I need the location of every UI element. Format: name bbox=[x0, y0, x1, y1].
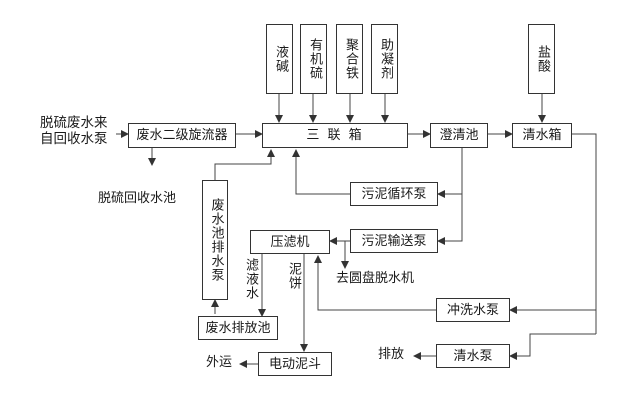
filter-press-label: 压滤机 bbox=[270, 234, 310, 250]
cyclone-label: 废水二级旋流器 bbox=[136, 128, 228, 143]
discharge-label: 排放 bbox=[378, 347, 405, 362]
input-coagulant-label: 助凝剂 bbox=[377, 38, 393, 80]
input-polyferric: 聚合铁 bbox=[336, 24, 363, 94]
clarifier-box: 澄清池 bbox=[430, 123, 488, 148]
flush-pump-label: 冲洗水泵 bbox=[446, 302, 499, 318]
source-line-1: 脱硫废水来 bbox=[40, 115, 108, 131]
source-line-2: 自回收水泵 bbox=[40, 130, 108, 147]
arrow-flush-press bbox=[314, 255, 436, 311]
input-lye: 液碱 bbox=[266, 24, 293, 94]
wastewater-discharge-pool-label: 废水排放池 bbox=[205, 320, 271, 336]
wastewater-drain-pump-label: 废水池排水泵 bbox=[208, 198, 224, 282]
input-organosulfur-label: 有机硫 bbox=[306, 38, 322, 80]
input-lye-label: 液碱 bbox=[272, 45, 288, 73]
electric-bucket-label: 电动泥斗 bbox=[268, 356, 321, 372]
input-coagulant: 助凝剂 bbox=[371, 24, 398, 94]
input-hcl-label: 盐酸 bbox=[534, 45, 550, 73]
outward-label: 外运 bbox=[206, 355, 233, 370]
sludge-recirc-pump-box: 污泥循环泵 bbox=[350, 182, 438, 206]
wastewater-drain-pump-box: 废水池排水泵 bbox=[202, 180, 228, 300]
filtrate-label: 滤液水 bbox=[243, 258, 258, 300]
input-polyferric-label: 聚合铁 bbox=[342, 38, 358, 80]
triple-tank-label: 三 联 箱 bbox=[306, 128, 364, 143]
wastewater-discharge-pool-box: 废水排放池 bbox=[198, 316, 278, 340]
arrow-recirc-tank bbox=[292, 149, 350, 195]
arrow-clarifier-transfer bbox=[437, 194, 463, 245]
source-label: 脱硫废水来 自回收水泵 bbox=[40, 115, 108, 147]
triple-tank-box: 三 联 箱 bbox=[262, 123, 408, 148]
filter-press-box: 压滤机 bbox=[250, 230, 330, 254]
sludge-cake-label: 泥饼 bbox=[286, 262, 301, 290]
arrow-clarifier-recirc bbox=[437, 148, 463, 198]
input-organosulfur: 有机硫 bbox=[300, 24, 327, 94]
sludge-transfer-pump-label: 污泥输送泵 bbox=[361, 233, 427, 249]
clarifier-label: 澄清池 bbox=[439, 128, 479, 143]
clean-water-pump-box: 清水泵 bbox=[436, 344, 510, 368]
clean-water-pump-label: 清水泵 bbox=[453, 348, 493, 364]
arrow-to-cleanpump bbox=[509, 333, 596, 360]
input-hcl: 盐酸 bbox=[528, 24, 555, 94]
arrow-drainpump-tank bbox=[214, 149, 275, 180]
cyclone-box: 废水二级旋流器 bbox=[128, 123, 236, 148]
sludge-recirc-pump-label: 污泥循环泵 bbox=[361, 186, 427, 202]
flush-pump-box: 冲洗水泵 bbox=[436, 298, 510, 322]
clean-tank-box: 清水箱 bbox=[512, 123, 572, 148]
desulf-pool-label: 脱硫回收水池 bbox=[98, 191, 177, 206]
line-cleantank-return bbox=[572, 133, 597, 334]
electric-bucket-box: 电动泥斗 bbox=[258, 352, 332, 376]
to-disc-dewater-label: 去圆盘脱水机 bbox=[336, 271, 415, 286]
sludge-transfer-pump-box: 污泥输送泵 bbox=[350, 229, 438, 253]
clean-tank-label: 清水箱 bbox=[522, 128, 562, 143]
